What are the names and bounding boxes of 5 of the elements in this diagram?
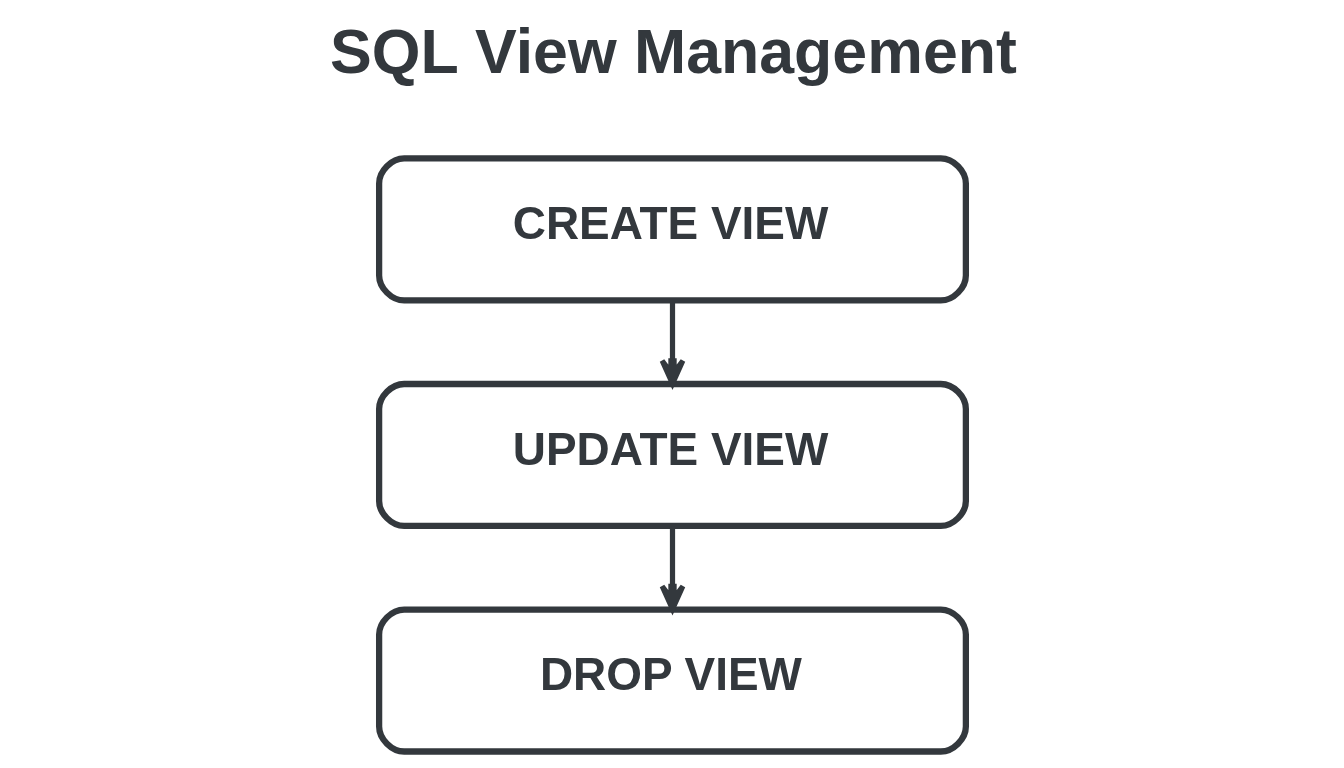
diagram-title: SQL View Management — [329, 15, 1017, 86]
node-box: CREATE VIEW — [375, 155, 969, 304]
node-box: UPDATE VIEW — [375, 380, 969, 530]
arrow — [659, 301, 685, 387]
node-box: DROP VIEW — [375, 606, 969, 755]
